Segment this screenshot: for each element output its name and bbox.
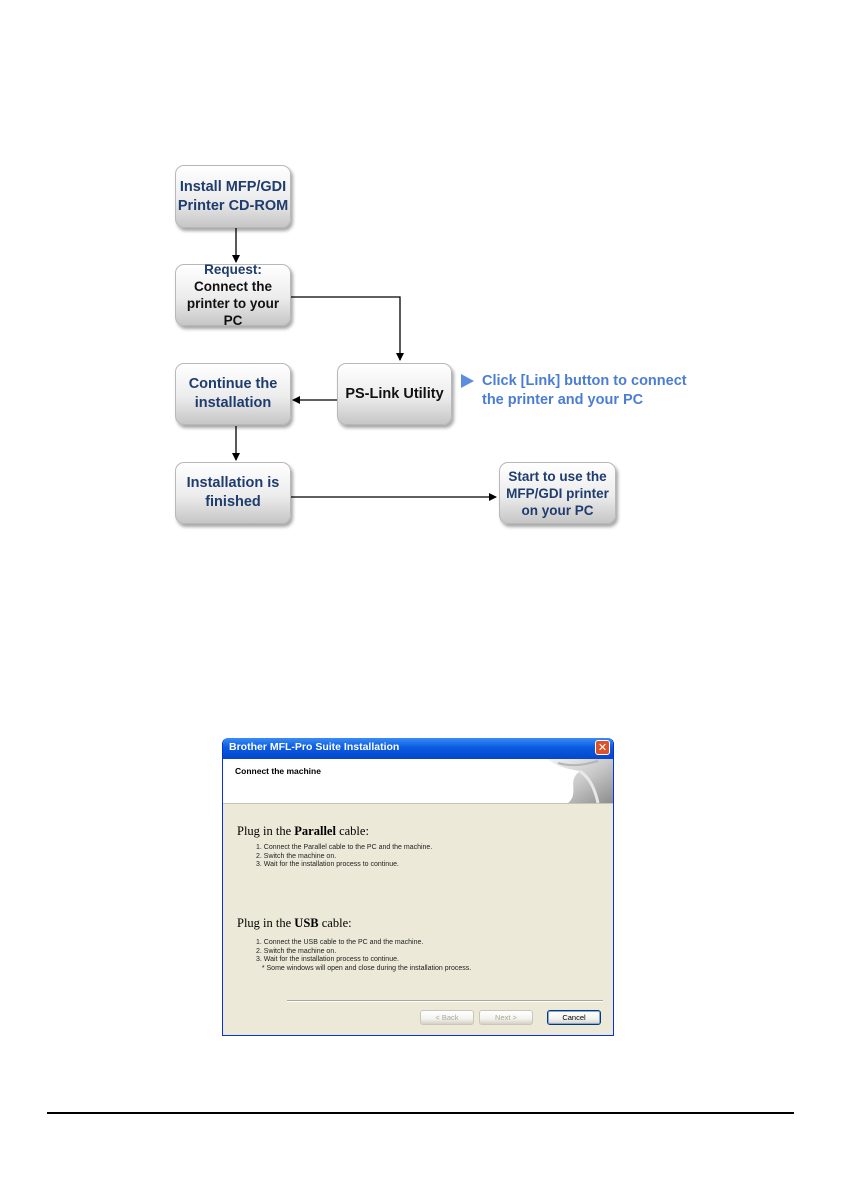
step-ps-link-utility: PS-Link Utility [337, 363, 452, 425]
step-installation-finished: Installation is finished [175, 462, 291, 524]
footer-rule [47, 1112, 794, 1114]
step-finished-line-1: Installation is [187, 474, 280, 493]
usb-title-bold: USB [294, 916, 318, 930]
next-button[interactable]: Next > [479, 1010, 533, 1025]
step-finished-line-2: finished [205, 493, 261, 512]
parallel-step-3: 3. Wait for the installation process to … [256, 861, 432, 870]
close-icon[interactable]: ✕ [595, 740, 610, 755]
dialog-header: Connect the machine [223, 759, 613, 804]
page-curl-graphic [528, 759, 613, 803]
step-start-using-printer: Start to use the MFP/GDI printer on your… [499, 462, 616, 524]
usb-title-part-2: cable: [319, 916, 352, 930]
usb-step-2: 2. Switch the machine on. [256, 948, 471, 957]
button-separator [287, 1000, 603, 1002]
usb-step-1: 1. Connect the USB cable to the PC and t… [256, 939, 471, 948]
step-install-line-2: Printer CD-ROM [178, 197, 288, 216]
callout-line-2: the printer and your PC [482, 391, 712, 410]
parallel-section-title: Plug in the Parallel cable: [237, 824, 369, 839]
usb-step-note: * Some windows will open and close durin… [256, 965, 471, 974]
play-triangle-icon [460, 373, 476, 389]
installation-flowchart: Install MFP/GDI Printer CD-ROM Request: … [0, 0, 841, 560]
parallel-step-1: 1. Connect the Parallel cable to the PC … [256, 844, 432, 853]
ps-link-callout: Click [Link] button to connect the print… [482, 372, 712, 410]
step-request-line-1: Connect the [194, 278, 272, 295]
step-install-cdrom: Install MFP/GDI Printer CD-ROM [175, 165, 291, 228]
usb-title-part-1: Plug in the [237, 916, 294, 930]
step-start-line-3: on your PC [521, 502, 593, 519]
dialog-header-title: Connect the machine [235, 766, 321, 776]
step-start-line-1: Start to use the [508, 468, 606, 485]
parallel-title-part-2: cable: [336, 824, 369, 838]
parallel-step-2: 2. Switch the machine on. [256, 853, 432, 862]
parallel-steps-list: 1. Connect the Parallel cable to the PC … [256, 844, 432, 870]
callout-line-1: Click [Link] button to connect [482, 372, 712, 391]
connector-request-to-pslink [291, 297, 400, 360]
step-install-line-1: Install MFP/GDI [180, 178, 286, 197]
step-continue-line-2: installation [195, 394, 272, 413]
dialog-titlebar: Brother MFL-Pro Suite Installation ✕ [223, 738, 613, 759]
dialog-title: Brother MFL-Pro Suite Installation [229, 741, 399, 753]
usb-steps-list: 1. Connect the USB cable to the PC and t… [256, 939, 471, 973]
step-request-line-2: printer to your PC [176, 295, 290, 329]
step-continue-line-1: Continue the [189, 375, 278, 394]
flowchart-connectors [0, 0, 841, 560]
step-start-line-2: MFP/GDI printer [506, 485, 609, 502]
back-button[interactable]: < Back [420, 1010, 474, 1025]
installer-dialog: Brother MFL-Pro Suite Installation ✕ Con… [222, 738, 614, 1036]
step-request-heading: Request: [204, 261, 262, 278]
step-pslink-label: PS-Link Utility [345, 385, 443, 404]
step-continue-installation: Continue the installation [175, 363, 291, 425]
parallel-title-bold: Parallel [294, 824, 336, 838]
step-request-connect: Request: Connect the printer to your PC [175, 264, 291, 326]
usb-section-title: Plug in the USB cable: [237, 916, 352, 931]
cancel-button[interactable]: Cancel [547, 1010, 601, 1025]
usb-step-3: 3. Wait for the installation process to … [256, 956, 471, 965]
parallel-title-part-1: Plug in the [237, 824, 294, 838]
